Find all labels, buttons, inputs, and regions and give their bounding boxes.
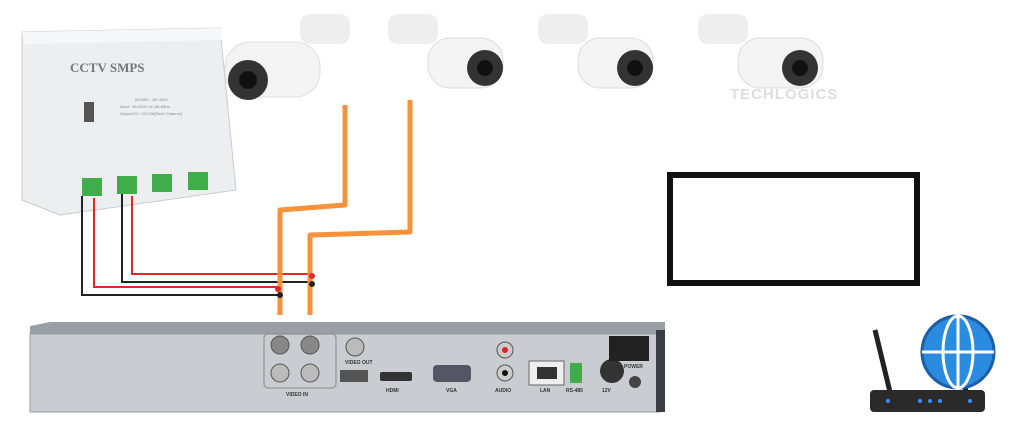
monitor — [667, 172, 920, 286]
svg-text:VIDEO IN: VIDEO IN — [286, 392, 308, 398]
smps-power-supply — [21, 27, 237, 216]
svg-text:AUDIO: AUDIO — [495, 388, 511, 394]
svg-text:12V: 12V — [602, 388, 612, 394]
svg-text:LAN: LAN — [540, 388, 551, 394]
smps-switch — [84, 102, 94, 122]
watermark: TECHLOGICS — [730, 86, 839, 103]
dvr-port-labels: VIDEO IN VIDEO OUT HDMI VGA AUDIO LAN RS… — [286, 360, 643, 398]
smps-model: MODEL : AE-4049 — [135, 97, 168, 102]
svg-text:VIDEO OUT: VIDEO OUT — [345, 360, 373, 366]
smps-terminals — [82, 172, 208, 196]
smps-output: Output DC: 12V 5A(Each Channel) — [120, 111, 183, 116]
camera-4 — [698, 14, 824, 89]
smps-input: Input : 90-260V AC,50-60Hz — [120, 104, 171, 109]
svg-text:VGA: VGA — [446, 388, 457, 394]
smps-title: CCTV SMPS — [70, 60, 145, 75]
power-wires — [81, 194, 312, 296]
dvr-recorder — [29, 322, 665, 413]
camera-3 — [538, 14, 654, 89]
svg-text:POWER: POWER — [624, 364, 643, 370]
svg-text:HDMI: HDMI — [386, 388, 399, 394]
cctv-cameras — [224, 14, 824, 100]
router — [870, 314, 996, 412]
svg-text:RS-485: RS-485 — [566, 388, 583, 394]
camera-1 — [224, 14, 350, 100]
camera-2 — [388, 14, 504, 89]
